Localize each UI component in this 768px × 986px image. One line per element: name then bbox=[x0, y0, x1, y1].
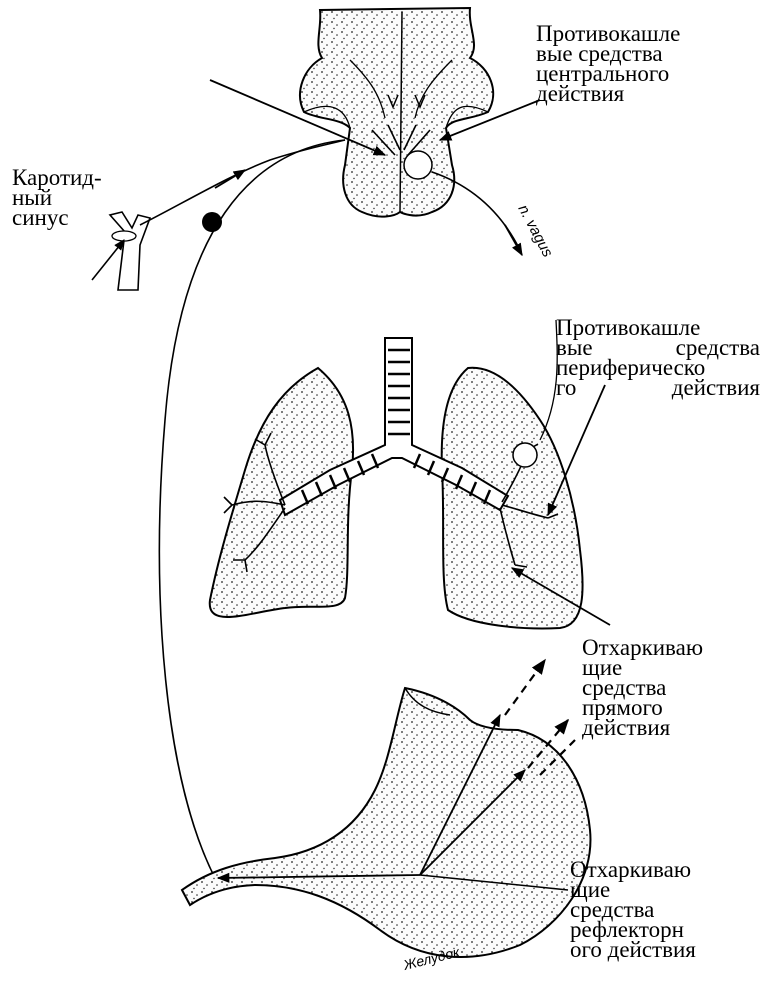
left-lung bbox=[210, 368, 353, 617]
brainstem bbox=[300, 8, 493, 217]
peripheral-antitussive-label: Противокашле вые средства периферическо … bbox=[556, 318, 760, 398]
right-lung bbox=[442, 368, 583, 629]
reflex-expectorant-label: Отхаркиваю щие средства рефлекторн ого д… bbox=[570, 860, 696, 960]
peripheral-label-leader bbox=[540, 320, 557, 440]
stomach-dashed-arrow-1 bbox=[505, 660, 545, 715]
stomach bbox=[182, 688, 590, 957]
carotid-afferent-nerve bbox=[140, 140, 345, 225]
carotid-sinus-label: Каротид- ный синус bbox=[12, 168, 102, 228]
pulmonary-receptor bbox=[513, 443, 537, 467]
direct-expectorant-label: Отхаркиваю щие средства прямого действия bbox=[582, 638, 703, 738]
vagus-direction-arrow bbox=[505, 225, 522, 255]
afferent-direction-arrow bbox=[215, 170, 245, 188]
central-antitussive-label: Противокашле вые средства центрального д… bbox=[536, 24, 680, 104]
cough-center bbox=[404, 151, 432, 179]
